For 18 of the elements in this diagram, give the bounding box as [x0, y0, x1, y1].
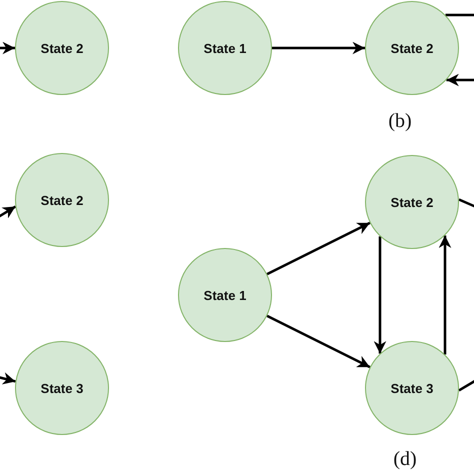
state-label: State 2 — [390, 194, 434, 210]
arrow — [438, 235, 452, 355]
arrow — [272, 42, 365, 54]
state-label: State 3 — [390, 380, 434, 396]
panel-label: (b) — [388, 110, 412, 133]
arrow — [266, 222, 370, 276]
state-label: State 1 — [204, 40, 246, 56]
state-label: State 2 — [40, 192, 84, 208]
arrow — [0, 372, 16, 384]
arrow — [266, 314, 370, 368]
panel-label: (d) — [393, 448, 417, 471]
state-label: State 1 — [204, 288, 246, 302]
arrow — [374, 236, 386, 354]
state-label: State 3 — [40, 380, 84, 396]
arrow — [0, 42, 15, 54]
state-label: State 2 — [390, 40, 434, 56]
state-label: State 2 — [40, 40, 84, 56]
arrow — [446, 74, 474, 86]
